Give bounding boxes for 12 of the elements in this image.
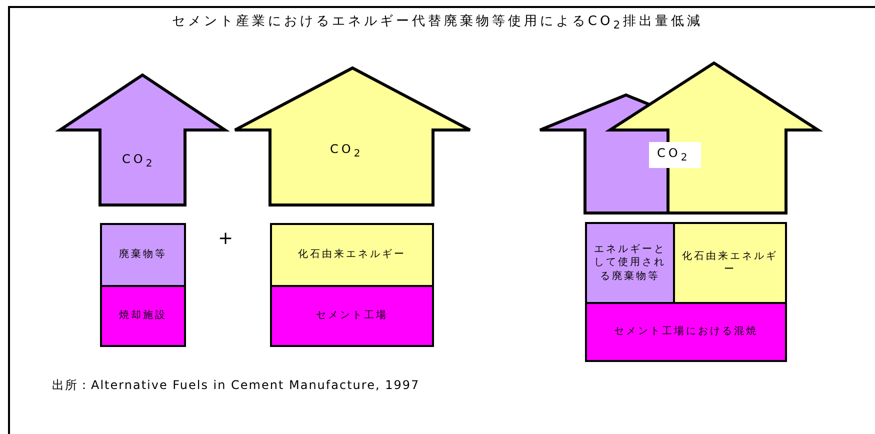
fossil-energy-box: 化石由来エネルギー [673, 222, 787, 304]
co2-label: CO$_{2}$ [122, 152, 156, 170]
co-processing-box: セメント工場における混焼 [585, 302, 787, 362]
cement-plant-box: セメント工場 [270, 285, 434, 347]
source-note: 出所：Alternative Fuels in Cement Manufacture, 1997 [52, 377, 420, 394]
co2-label: CO$_{2}$ [330, 142, 364, 160]
plus-sign: + [218, 228, 234, 249]
title: セメント産業におけるエネルギー代替廃棄物等使用によるCO$_{2}$排出量低減 [170, 13, 704, 32]
waste-box: 廃棄物等 [100, 223, 186, 287]
waste-fuel-box: エネルギーとして使用される廃棄物等 [585, 222, 675, 304]
fossil-energy-box: 化石由来エネルギー [270, 223, 434, 287]
incinerator-box: 焼却施設 [100, 285, 186, 347]
